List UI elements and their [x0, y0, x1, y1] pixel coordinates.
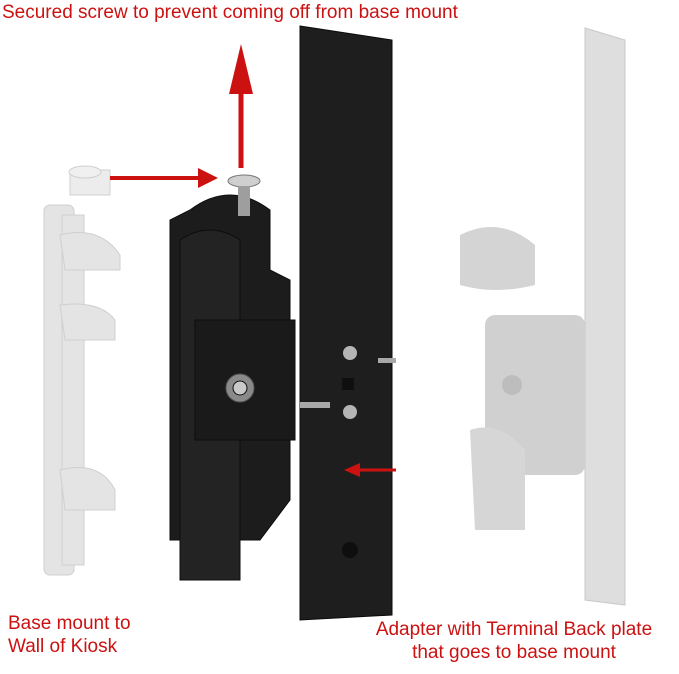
- top-caption: Secured screw to prevent coming off from…: [2, 2, 458, 23]
- base-mount-caption: Base mount to Wall of Kiosk: [8, 612, 131, 658]
- annotation-arrows: [110, 44, 396, 477]
- securing-screw: [227, 174, 261, 216]
- adapter-caption-line-1: Adapter with Terminal Back plate: [375, 619, 653, 640]
- faded-adapter-plate: [460, 27, 626, 606]
- adapter-caption-line-2: that goes to base mount: [412, 642, 616, 663]
- adapter-caption: Adapter with Terminal Back plate that go…: [354, 618, 674, 664]
- base-mount-caption-line-1: Base mount to: [8, 613, 131, 634]
- base-mount-caption-line-2: Wall of Kiosk: [8, 636, 118, 657]
- black-swivel-mount: [169, 194, 296, 581]
- black-adapter-plate: [299, 25, 396, 621]
- faded-base-mount: [43, 165, 121, 576]
